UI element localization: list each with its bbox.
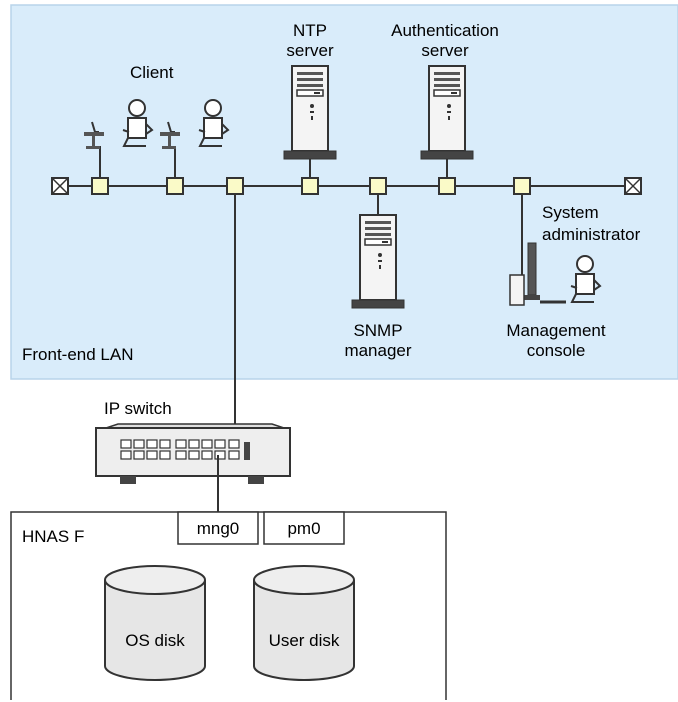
network-node-icon [438,177,456,195]
user-disk-label: User disk [269,631,340,650]
ntp-label-line2: server [286,41,334,60]
sysadmin-label-line2: administrator [542,225,641,244]
port-mng0 [177,511,259,545]
ip-switch-label: IP switch [104,399,172,418]
terminator-icon [51,177,69,195]
server-tower-icon [283,65,337,160]
snmp-label-line1: SNMP [353,321,402,340]
snmp-label-line2: manager [344,341,411,360]
network-node-icon [369,177,387,195]
console-label-line2: console [527,341,586,360]
auth-label-line2: server [421,41,469,60]
network-node-icon [226,177,244,195]
network-node-icon [166,177,184,195]
ntp-label-line1: NTP [293,21,327,40]
monitor-icon [509,242,566,306]
disk-cylinder-icon [253,565,355,681]
auth-label-line1: Authentication [391,21,499,40]
server-tower-icon [351,214,405,309]
port-mng0-label: mng0 [197,519,240,538]
network-node-icon [513,177,531,195]
switch-icon [95,423,291,484]
network-node-icon [91,177,109,195]
console-label-line1: Management [506,321,606,340]
port-pm0 [263,511,345,545]
os-disk-label: OS disk [125,631,185,650]
client-label: Client [130,63,174,82]
disk-cylinder-icon [104,565,206,681]
sysadmin-label-line1: System [542,203,599,222]
port-pm0-label: pm0 [287,519,320,538]
lan-region [10,4,678,380]
hnas-label: HNAS F [22,527,84,546]
terminator-icon [624,177,642,195]
network-node-icon [301,177,319,195]
lan-label: Front-end LAN [22,345,134,364]
server-tower-icon [420,65,474,160]
